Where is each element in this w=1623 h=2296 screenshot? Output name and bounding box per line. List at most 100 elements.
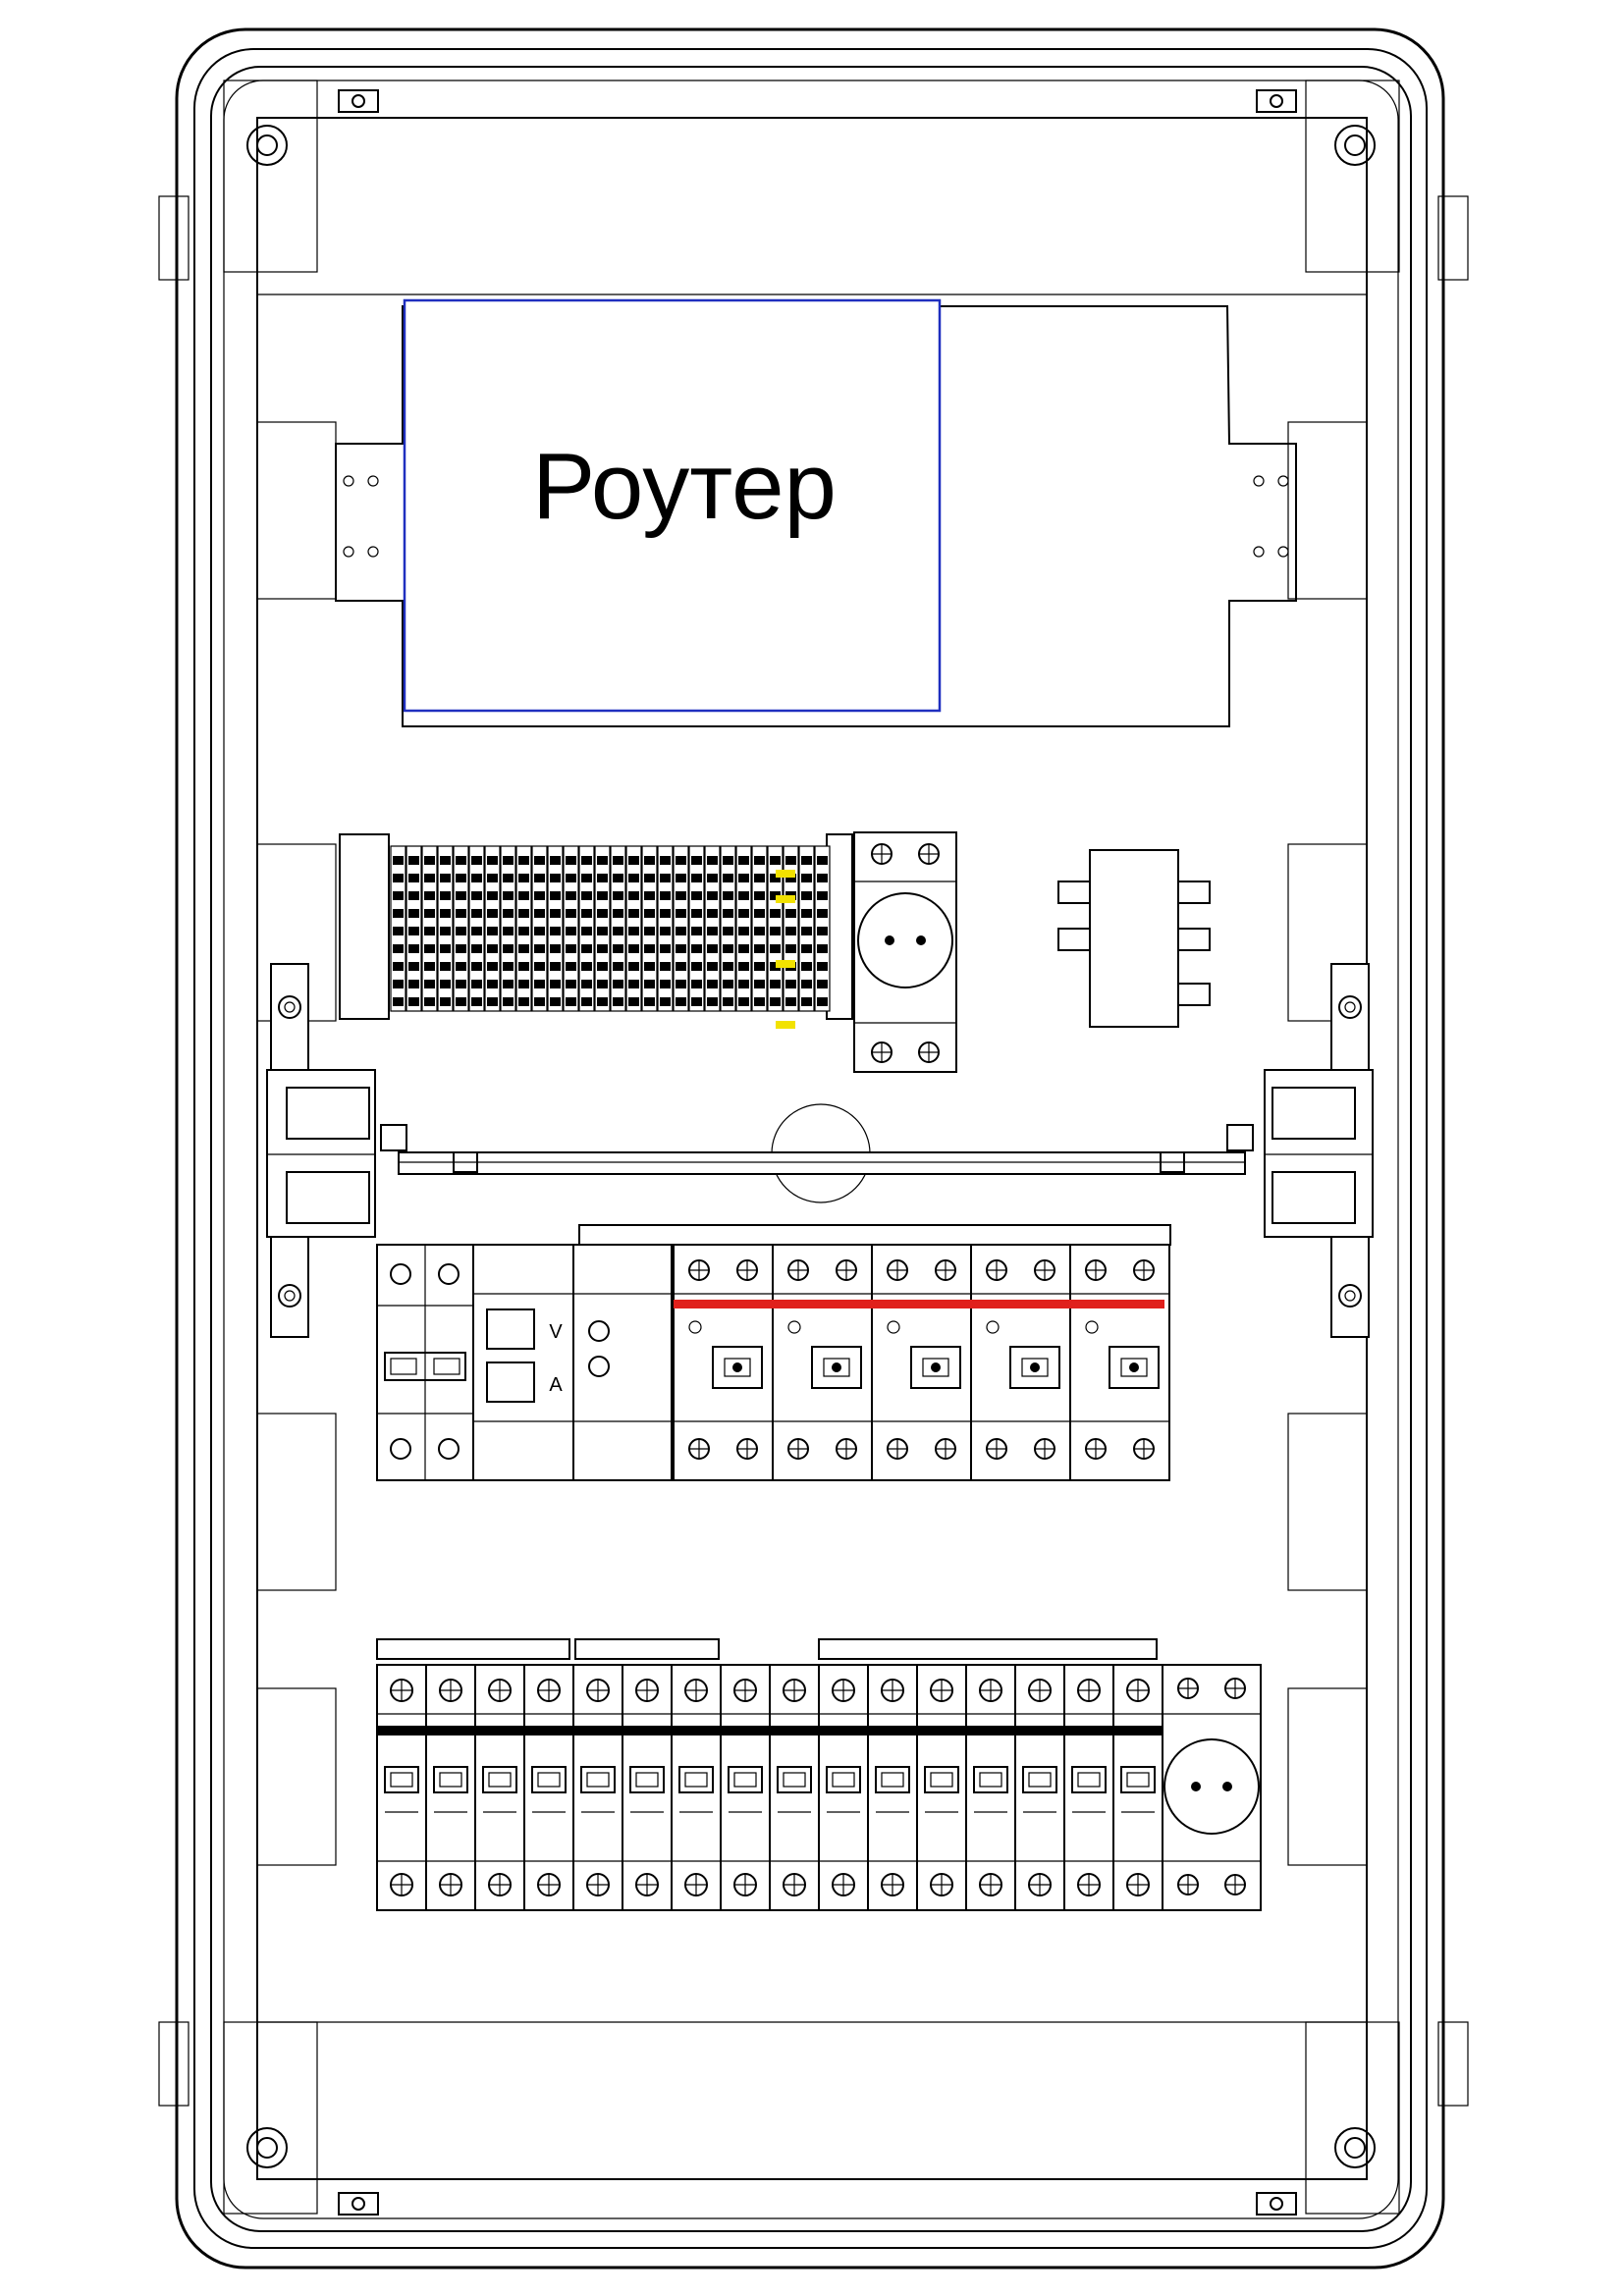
mounting-hole-icon (1334, 2127, 1376, 2168)
lock-latch-icon (1256, 89, 1297, 113)
left-rail-clamp (266, 963, 376, 1338)
terminal-block (704, 845, 721, 1012)
screw-terminal-icon (787, 1259, 809, 1281)
terminal-block-strip (339, 833, 853, 1029)
terminal-block (610, 845, 626, 1012)
screw-terminal-icon (1126, 1679, 1150, 1702)
terminal-block (751, 845, 768, 1012)
circuit-breaker (622, 1664, 673, 1911)
circuit-breaker (916, 1664, 967, 1911)
socket-module (853, 831, 957, 1073)
terminal-block (641, 845, 658, 1012)
circuit-breaker (474, 1664, 525, 1911)
screw-terminal-icon (488, 1679, 512, 1702)
screw-terminal-icon (783, 1679, 806, 1702)
mounting-hole-icon (1338, 995, 1362, 1019)
terminal-block (673, 845, 689, 1012)
screw-terminal-icon (1085, 1438, 1107, 1460)
terminal-block (547, 845, 564, 1012)
terminal-block (594, 845, 611, 1012)
screw-terminal-icon (783, 1873, 806, 1896)
terminal-block (421, 845, 438, 1012)
screw-terminal-icon (439, 1873, 462, 1896)
screw-terminal-icon (488, 1873, 512, 1896)
circuit-breaker (1014, 1664, 1065, 1911)
lower-breaker-row (376, 1638, 1262, 1911)
socket-module (1162, 1664, 1262, 1911)
circuit-breaker (671, 1664, 722, 1911)
screw-terminal-icon (390, 1679, 413, 1702)
screw-terminal-icon (736, 1259, 758, 1281)
terminal-marker (776, 870, 795, 878)
circuit-breaker (720, 1664, 771, 1911)
terminal-block (468, 845, 485, 1012)
screw-terminal-icon (635, 1873, 659, 1896)
mounting-hole-icon (278, 1284, 301, 1308)
socket-icon (857, 892, 953, 988)
red-busbar (674, 1300, 1164, 1308)
screw-terminal-icon (935, 1259, 956, 1281)
screw-terminal-icon (1126, 1873, 1150, 1896)
mounting-hole-icon (1338, 1284, 1362, 1308)
rcbo-module (871, 1244, 972, 1481)
mounting-hole-icon (278, 995, 301, 1019)
terminal-block (625, 845, 642, 1012)
screw-terminal-icon (887, 1438, 908, 1460)
screw-terminal-icon (635, 1679, 659, 1702)
terminal-block (515, 845, 532, 1012)
screw-terminal-icon (881, 1873, 904, 1896)
router-mounting-plate (335, 305, 1297, 727)
terminal-block (798, 845, 815, 1012)
din-rail (380, 1103, 1254, 1203)
lock-latch-icon (1256, 2192, 1297, 2216)
router-label: Роутер (532, 434, 837, 539)
screw-terminal-icon (439, 1679, 462, 1702)
circuit-breaker (769, 1664, 820, 1911)
circuit-breaker (572, 1664, 623, 1911)
main-breaker (376, 1244, 474, 1481)
screw-terminal-icon (979, 1873, 1002, 1896)
screw-terminal-icon (733, 1679, 757, 1702)
screw-terminal-icon (986, 1259, 1007, 1281)
circuit-breaker (1112, 1664, 1163, 1911)
terminal-marker (776, 1021, 795, 1029)
relay-module (1057, 849, 1211, 1028)
screw-terminal-icon (1177, 1678, 1199, 1699)
screw-terminal-icon (930, 1873, 953, 1896)
terminal-marker (776, 895, 795, 903)
socket-icon (1163, 1738, 1260, 1835)
voltmeter-ammeter (472, 1244, 574, 1481)
screw-terminal-icon (1034, 1259, 1055, 1281)
terminal-block (437, 845, 454, 1012)
enclosure (158, 27, 1469, 2269)
screw-terminal-icon (1034, 1438, 1055, 1460)
screw-terminal-icon (986, 1438, 1007, 1460)
terminal-block (578, 845, 595, 1012)
rcbo-module (1069, 1244, 1170, 1481)
screw-terminal-icon (733, 1873, 757, 1896)
screw-terminal-icon (930, 1679, 953, 1702)
upper-breaker-row: V A (376, 1224, 1171, 1481)
lock-latch-icon (338, 2192, 379, 2216)
ammeter-label: A (549, 1374, 563, 1396)
circuit-breaker (376, 1664, 427, 1911)
rcbo-module (772, 1244, 873, 1481)
circuit-breaker (425, 1664, 476, 1911)
terminal-marker (776, 960, 795, 968)
screw-terminal-icon (871, 843, 893, 865)
mounting-hole-icon (246, 2127, 288, 2168)
screw-terminal-icon (887, 1259, 908, 1281)
screw-terminal-icon (390, 1873, 413, 1896)
screw-terminal-icon (918, 843, 940, 865)
screw-terminal-icon (832, 1873, 855, 1896)
terminal-block (406, 845, 422, 1012)
terminal-block (720, 845, 736, 1012)
screw-terminal-icon (1077, 1873, 1101, 1896)
screw-terminal-icon (688, 1438, 710, 1460)
terminal-block (500, 845, 516, 1012)
screw-terminal-icon (537, 1679, 561, 1702)
right-rail-clamp (1264, 963, 1374, 1338)
terminal-block (814, 845, 831, 1012)
screw-terminal-icon (836, 1438, 857, 1460)
